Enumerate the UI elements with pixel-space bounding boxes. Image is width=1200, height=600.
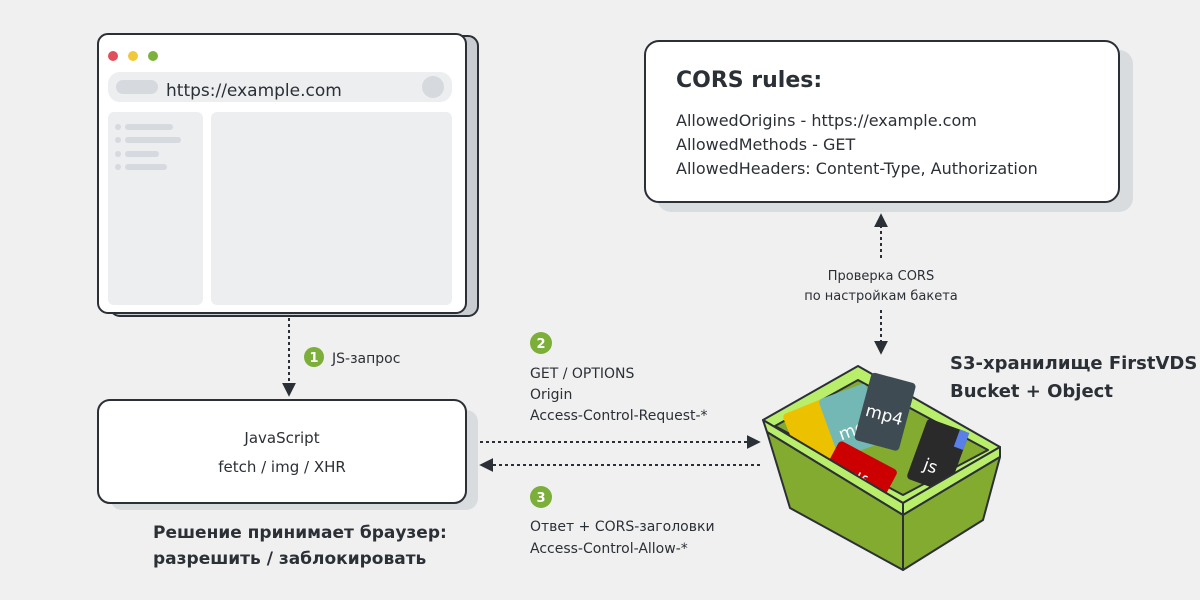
step-3-badge xyxy=(530,486,552,508)
cors-rule: AllowedHeaders: Content-Type, Authorizat… xyxy=(676,159,1038,178)
browser-content xyxy=(211,112,452,305)
browser-sidebar xyxy=(108,112,203,305)
js-box-subtitle: fetch / img / XHR xyxy=(218,458,346,476)
check-line-1: Проверка CORS xyxy=(828,269,934,284)
url-text: https://example.com xyxy=(166,81,342,101)
cors-rule: AllowedOrigins - https://example.com xyxy=(676,111,977,130)
step-2-badge xyxy=(530,332,552,354)
step-2-line: GET / OPTIONS xyxy=(530,366,634,382)
minimize-dot xyxy=(128,51,138,61)
cors-title: CORS rules: xyxy=(676,68,822,93)
check-line-2: по настройкам бакета xyxy=(804,289,958,304)
decision-line-1: Решение принимает браузер: xyxy=(153,523,447,543)
bucket-illustration: mov mp4 js pdf xyxy=(762,365,1001,571)
storage-subtitle: Bucket + Object xyxy=(950,381,1113,402)
step-2-line: Origin xyxy=(530,387,572,403)
storage-title: S3-хранилище FirstVDS xyxy=(950,353,1197,374)
browser-window: https://example.com xyxy=(97,33,479,317)
js-box-title: JavaScript xyxy=(243,429,319,447)
cors-rules-box xyxy=(644,40,1120,203)
step-1-badge xyxy=(304,347,324,367)
step-3-line: Access-Control-Allow-* xyxy=(530,541,688,557)
maximize-dot xyxy=(148,51,158,61)
file-label: js xyxy=(920,455,941,479)
decision-line-2: разрешить / заблокировать xyxy=(153,549,426,569)
step-2-number: 2 xyxy=(536,337,545,352)
address-bar xyxy=(108,72,452,102)
close-dot xyxy=(108,51,118,61)
step-3-number: 3 xyxy=(536,491,545,506)
step-2-line: Access-Control-Request-* xyxy=(530,408,708,424)
step-1-number: 1 xyxy=(309,351,318,366)
js-box xyxy=(97,399,467,504)
file-mp4-icon: mp4 xyxy=(854,372,916,451)
cors-rule: AllowedMethods - GET xyxy=(676,135,856,154)
step-3-line: Ответ + CORS-заголовки xyxy=(530,519,715,535)
step-1-label: JS-запрос xyxy=(331,351,400,367)
